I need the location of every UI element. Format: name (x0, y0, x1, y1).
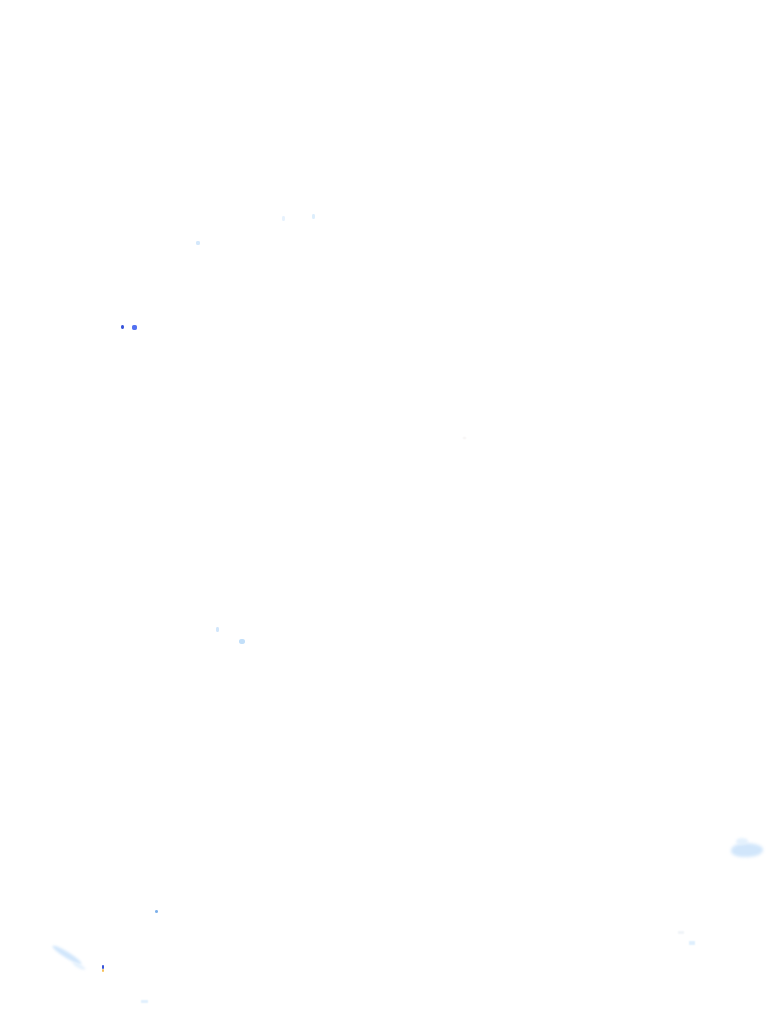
pale-speck-upper-mid (282, 216, 285, 221)
ink-fleck-bottom-left (102, 965, 104, 969)
pale-smudge-lower-right (731, 843, 763, 857)
ghost-speck-mid-right (463, 437, 466, 439)
ghost-speck-bottom-right-upper (678, 931, 684, 934)
pale-speck-mid-center (239, 639, 245, 644)
pale-stroke-bottom-left-tip (71, 960, 87, 972)
ghost-speck-bottom-right-lower (689, 941, 695, 945)
pale-speck-upper-right (312, 214, 315, 219)
ghost-speck-bottom-center (141, 1000, 148, 1003)
pale-smudge-lower-right-tail (736, 838, 748, 845)
orange-fleck-bottom-left (102, 969, 104, 972)
blue-dot-primary (121, 325, 124, 329)
blue-speck-secondary (132, 325, 137, 330)
pale-stroke-bottom-left (50, 943, 84, 967)
blue-dot-lower-left (155, 910, 158, 913)
pale-speck-upper-left (196, 241, 200, 245)
pale-speck-mid-left (216, 627, 219, 632)
